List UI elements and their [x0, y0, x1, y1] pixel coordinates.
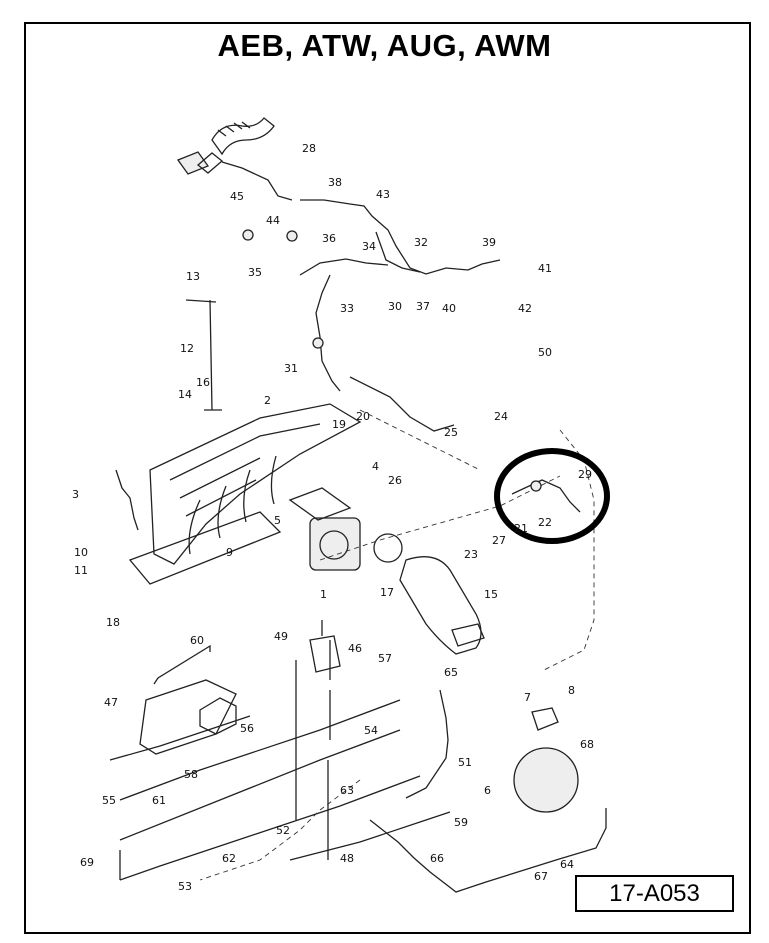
callout-57: 57 [378, 652, 392, 665]
callout-48: 48 [340, 852, 354, 865]
callout-23: 23 [464, 548, 478, 561]
air-hose-assembly [176, 117, 501, 432]
callout-18: 18 [106, 616, 120, 629]
callout-38: 38 [328, 176, 342, 189]
callout-52: 52 [276, 824, 290, 837]
callout-9: 9 [226, 546, 233, 559]
callout-63: 63 [340, 784, 354, 797]
callout-1: 1 [320, 588, 327, 601]
callout-64: 64 [560, 858, 574, 871]
callout-44: 44 [266, 214, 280, 227]
callout-58: 58 [184, 768, 198, 781]
callout-15: 15 [484, 588, 498, 601]
callout-31: 31 [284, 362, 298, 375]
callout-55: 55 [102, 794, 116, 807]
callout-67: 67 [534, 870, 548, 883]
callout-4: 4 [372, 460, 379, 473]
callout-39: 39 [482, 236, 496, 249]
callout-33: 33 [340, 302, 354, 315]
callout-29: 29 [578, 468, 592, 481]
callout-labels: 1 2 3 4 5 6 7 8 9 10 11 12 13 14 15 16 1… [72, 142, 594, 893]
callout-8: 8 [568, 684, 575, 697]
callout-21: 21 [514, 522, 528, 535]
callout-19: 19 [332, 418, 346, 431]
throttle-body [288, 487, 403, 571]
callout-61: 61 [152, 794, 166, 807]
callout-12: 12 [180, 342, 194, 355]
diagram-frame [24, 22, 751, 934]
callout-56: 56 [240, 722, 254, 735]
callout-14: 14 [178, 388, 192, 401]
callout-27: 27 [492, 534, 506, 547]
callout-51: 51 [458, 756, 472, 769]
callout-7: 7 [524, 691, 531, 704]
vacuum-lines [109, 620, 607, 893]
callout-69: 69 [80, 856, 94, 869]
callout-34: 34 [362, 240, 376, 253]
callout-22: 22 [538, 516, 552, 529]
callout-60: 60 [190, 634, 204, 647]
callout-28: 28 [302, 142, 316, 155]
highlight-circle [494, 448, 610, 544]
callout-16: 16 [196, 376, 210, 389]
callout-30: 30 [388, 300, 402, 313]
callout-24: 24 [494, 410, 508, 423]
intake-elbow-hose [399, 556, 485, 655]
callout-41: 41 [538, 262, 552, 275]
callout-47: 47 [104, 696, 118, 709]
callout-45: 45 [230, 190, 244, 203]
callout-59: 59 [454, 816, 468, 829]
callout-6: 6 [484, 784, 491, 797]
callout-3: 3 [72, 488, 79, 501]
callout-20: 20 [356, 410, 370, 423]
callout-68: 68 [580, 738, 594, 751]
callout-32: 32 [414, 236, 428, 249]
callout-43: 43 [376, 188, 390, 201]
callout-65: 65 [444, 666, 458, 679]
callout-49: 49 [274, 630, 288, 643]
callout-54: 54 [364, 724, 378, 737]
callout-46: 46 [348, 642, 362, 655]
callout-25: 25 [444, 426, 458, 439]
callout-2: 2 [264, 394, 271, 407]
callout-42: 42 [518, 302, 532, 315]
callout-62: 62 [222, 852, 236, 865]
callout-35: 35 [248, 266, 262, 279]
figure-reference: 17-A053 [575, 875, 734, 912]
callout-11: 11 [74, 564, 88, 577]
callout-50: 50 [538, 346, 552, 359]
diagram-title: AEB, ATW, AUG, AWM [217, 28, 552, 63]
callout-36: 36 [322, 232, 336, 245]
callout-37: 37 [416, 300, 430, 313]
callout-17: 17 [380, 586, 394, 599]
callout-5: 5 [274, 514, 281, 527]
callout-53: 53 [178, 880, 192, 893]
callout-66: 66 [430, 852, 444, 865]
callout-10: 10 [74, 546, 88, 559]
callout-26: 26 [388, 474, 402, 487]
callout-13: 13 [186, 270, 200, 283]
support-rod [115, 299, 222, 531]
intake-manifold [128, 403, 362, 585]
callout-40: 40 [442, 302, 456, 315]
